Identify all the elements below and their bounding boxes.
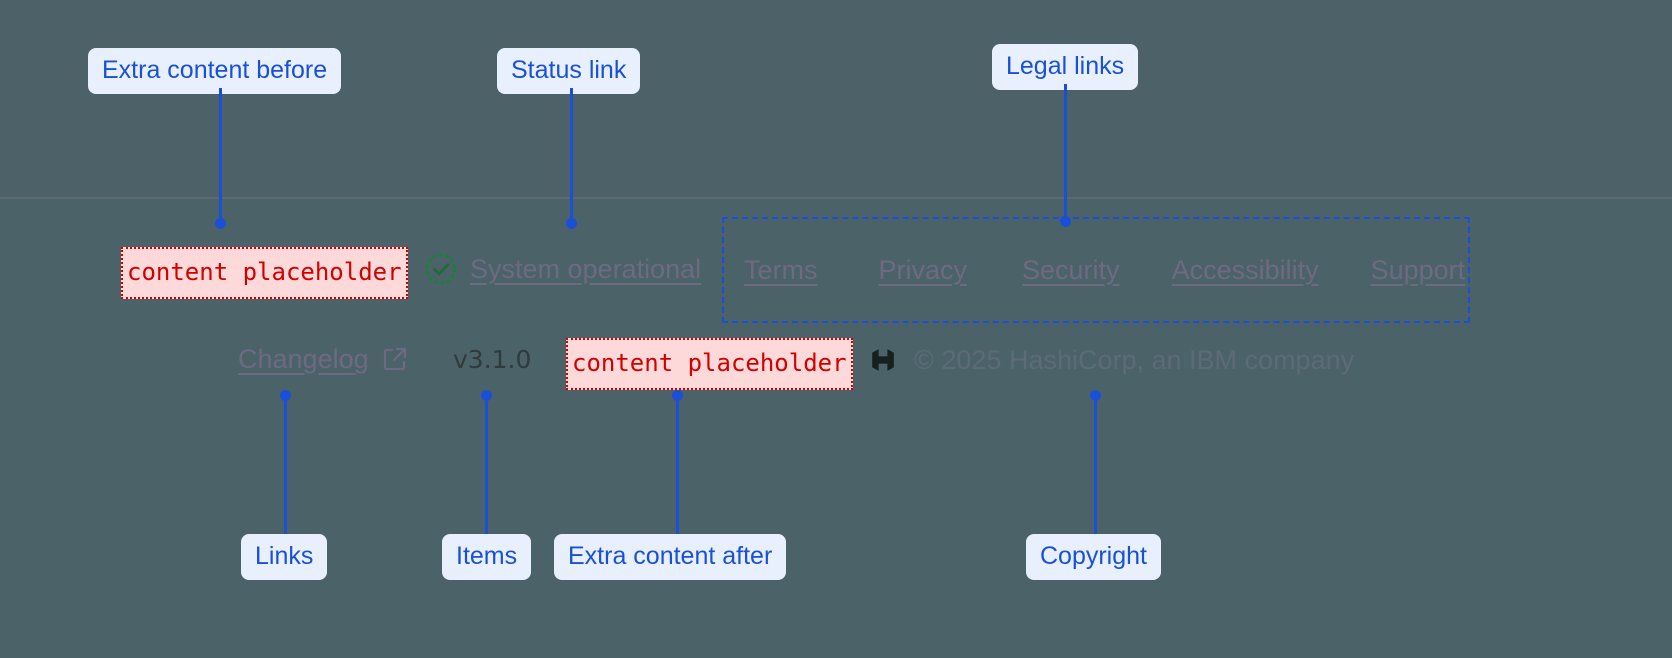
annotation-dot-extra-content-after [672,390,683,401]
check-circle-icon [425,253,457,285]
legal-link-terms[interactable]: Terms [744,255,818,285]
annotation-leader-links [284,396,287,536]
annotation-dot-copyright [1090,390,1101,401]
annotation-label-copyright: Copyright [1026,534,1161,580]
annotation-leader-items [485,396,488,536]
legal-link-support[interactable]: Support [1370,255,1466,285]
annotation-label-legal-links: Legal links [992,44,1139,90]
upper-band [0,0,1672,198]
annotation-dot-extra-content-before [215,218,226,229]
annotation-leader-extra-content-after [676,396,679,536]
legal-links-group: Terms Privacy Security Accessibility Sup… [722,217,1470,323]
extra-content-after-placeholder: content placeholder [566,338,853,390]
section-divider [0,197,1672,199]
annotation-dot-links [280,390,291,401]
legal-link-privacy[interactable]: Privacy [878,255,968,285]
annotation-dot-items [481,390,492,401]
copyright-block: © 2025 HashiCorp, an IBM company [866,343,1354,377]
annotation-leader-legal-links [1064,84,1067,222]
copyright-text: © 2025 HashiCorp, an IBM company [914,345,1355,375]
status-link[interactable]: System operational [424,252,701,286]
annotation-dot-status-link [566,218,577,229]
changelog-link[interactable]: Changelog [238,343,409,375]
changelog-label: Changelog [238,344,369,374]
annotation-dot-legal-links [1060,216,1071,227]
annotation-label-items: Items [442,534,532,580]
annotation-leader-extra-content-before [219,88,222,224]
status-link-label: System operational [470,254,702,284]
version-label: v3.1.0 [453,345,532,374]
legal-link-accessibility[interactable]: Accessibility [1171,255,1319,285]
extra-content-before-placeholder: content placeholder [121,247,408,299]
annotation-leader-copyright [1094,396,1097,536]
annotation-label-links: Links [241,534,328,580]
hashicorp-logo [872,349,894,371]
external-link-icon [383,347,406,371]
annotation-label-extra-content-after: Extra content after [554,534,787,580]
legal-link-security[interactable]: Security [1022,255,1120,285]
annotation-label-status-link: Status link [497,48,641,94]
annotation-leader-status-link [570,88,573,224]
annotation-label-extra-content-before: Extra content before [88,48,342,94]
